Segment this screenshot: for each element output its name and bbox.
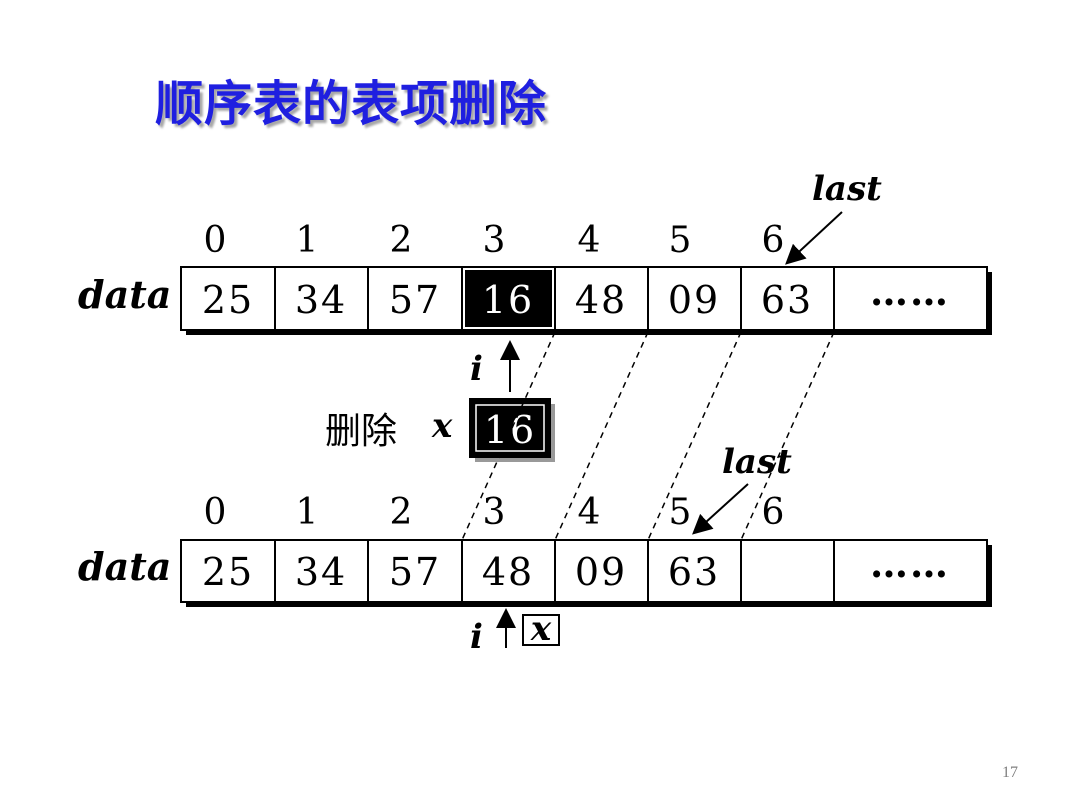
bottom-cell-ellipsis: …… (870, 541, 950, 586)
delete-box (469, 398, 551, 458)
top-index-3: 3 (483, 220, 506, 261)
top-index-6: 6 (762, 220, 785, 261)
top-cell-highlight (465, 270, 552, 327)
top-index-1: 1 (296, 220, 319, 261)
bottom-array-dividers (274, 540, 835, 602)
top-last-arrow (785, 211, 843, 265)
top-index-row: 0 1 2 3 4 5 6 (204, 220, 785, 261)
bottom-last-arrow (692, 483, 749, 535)
bottom-last-label: last (722, 442, 792, 482)
top-i-label: i (470, 349, 483, 389)
delete-box-inner (475, 404, 545, 452)
bottom-index-4: 4 (578, 492, 601, 533)
top-cell-5: 09 (668, 278, 720, 322)
top-last-label: last (812, 169, 882, 209)
bottom-cell-4: 09 (575, 550, 627, 594)
page-title: 顺序表的表项删除 (155, 76, 548, 132)
bottom-index-0: 0 (204, 492, 227, 533)
top-cell-2: 57 (389, 278, 441, 322)
bottom-cell-3: 48 (482, 550, 534, 594)
bottom-array-frame (180, 539, 988, 603)
top-cell-0: 25 (202, 278, 254, 322)
bottom-x-box (522, 614, 560, 646)
top-cell-4: 48 (575, 278, 627, 322)
top-array-frame (180, 266, 988, 331)
top-array-dividers (274, 267, 835, 330)
top-cell-6: 63 (761, 278, 813, 322)
top-index-2: 2 (390, 220, 413, 261)
top-data-label: data (78, 272, 171, 317)
bottom-index-3: 3 (483, 492, 506, 533)
bottom-cells: 25 34 57 48 09 63 …… (202, 541, 950, 594)
shift-lines (461, 331, 835, 541)
bottom-data-label: data (78, 544, 171, 589)
bottom-index-6: 6 (762, 492, 785, 533)
bottom-cell-1: 34 (295, 550, 347, 594)
bottom-index-2: 2 (390, 492, 413, 533)
top-index-0: 0 (204, 220, 227, 261)
bottom-i-label: i (470, 617, 483, 657)
top-cells: 25 34 57 16 48 09 63 …… (202, 269, 950, 322)
top-index-4: 4 (578, 220, 601, 261)
top-cell-1: 34 (295, 278, 347, 322)
top-cell-ellipsis: …… (870, 269, 950, 314)
bottom-index-1: 1 (296, 492, 319, 533)
delete-var: x (431, 406, 453, 446)
top-index-5: 5 (669, 220, 692, 261)
bottom-cell-0: 25 (202, 550, 254, 594)
bottom-index-5: 5 (669, 492, 692, 533)
bottom-cell-5: 63 (668, 550, 720, 594)
bottom-x-label: x (530, 609, 552, 649)
delete-value: 16 (484, 408, 536, 452)
top-cell-3: 16 (482, 278, 534, 322)
bottom-index-row: 0 1 2 3 4 5 6 (204, 492, 785, 533)
delete-label: 删除 (325, 411, 397, 452)
page-number: 17 (1002, 764, 1018, 781)
bottom-cell-2: 57 (389, 550, 441, 594)
